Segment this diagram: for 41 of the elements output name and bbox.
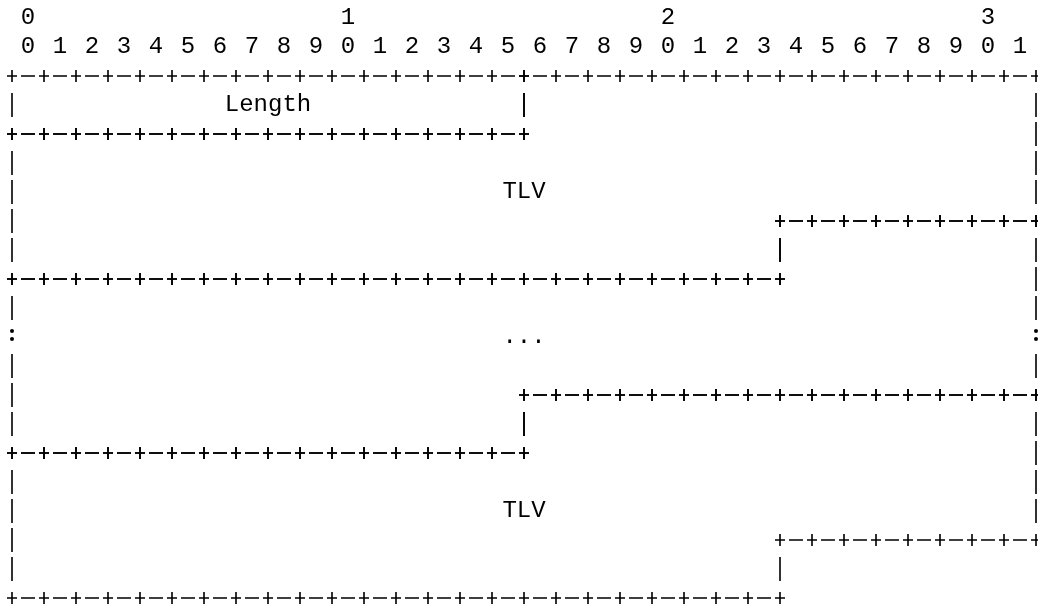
- bit-number: 6: [212, 35, 228, 59]
- bit-number: 0: [20, 35, 36, 59]
- field-label: TLV: [502, 499, 546, 523]
- field-label: ...: [502, 325, 546, 349]
- bit-number: 2: [724, 35, 740, 59]
- bit-number: 0: [20, 6, 36, 30]
- bit-number: 2: [404, 35, 420, 59]
- bit-number: 1: [340, 6, 356, 30]
- bit-number: 8: [276, 35, 292, 59]
- bit-number: 4: [468, 35, 484, 59]
- bit-number: 1: [692, 35, 708, 59]
- bit-number: 1: [52, 35, 68, 59]
- bit-number: 1: [372, 35, 388, 59]
- field-label: TLV: [502, 180, 546, 204]
- bit-number: 7: [564, 35, 580, 59]
- bit-number: 8: [596, 35, 612, 59]
- bit-number: 4: [148, 35, 164, 59]
- bit-number: 7: [884, 35, 900, 59]
- field-label: Length: [224, 93, 312, 117]
- bit-number: 3: [980, 6, 996, 30]
- bit-number: 1: [1012, 35, 1028, 59]
- bit-number: 8: [916, 35, 932, 59]
- bit-number: 0: [340, 35, 356, 59]
- bit-number: 0: [980, 35, 996, 59]
- bit-number: 9: [948, 35, 964, 59]
- bit-number: 4: [788, 35, 804, 59]
- bit-number: 2: [660, 6, 676, 30]
- bit-number: 9: [628, 35, 644, 59]
- bit-number: 6: [852, 35, 868, 59]
- bit-number: 0: [660, 35, 676, 59]
- bit-number: 6: [532, 35, 548, 59]
- bit-number: 3: [756, 35, 772, 59]
- bit-number: 3: [116, 35, 132, 59]
- bit-number: 2: [84, 35, 100, 59]
- bit-number: 9: [308, 35, 324, 59]
- packet-field: [6, 388, 1038, 605]
- bit-number: 3: [436, 35, 452, 59]
- bit-number: 7: [244, 35, 260, 59]
- bit-number: 5: [820, 35, 836, 59]
- bit-number: 5: [500, 35, 516, 59]
- bit-number: 5: [180, 35, 196, 59]
